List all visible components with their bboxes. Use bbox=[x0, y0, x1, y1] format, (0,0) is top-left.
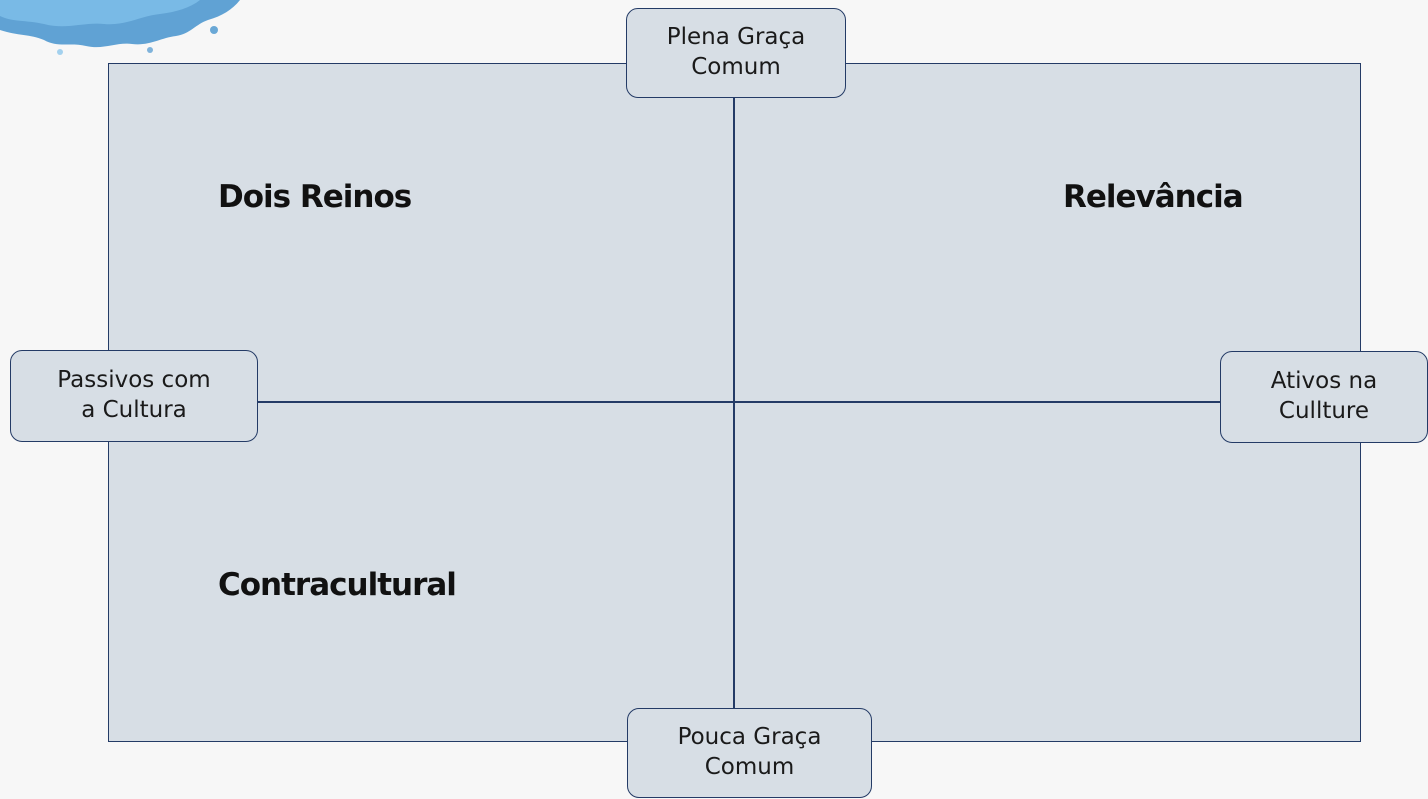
axis-label-bottom: Pouca Graça Comum bbox=[627, 708, 872, 798]
axis-label-right-line1: Ativos na bbox=[1270, 368, 1378, 395]
horizontal-axis-line bbox=[258, 401, 1220, 403]
axis-label-right-line2: Cullture bbox=[1278, 398, 1370, 424]
quadrant-label-top-left: Dois Reinos bbox=[218, 179, 412, 215]
quadrant-label-top-right: Relevância bbox=[1063, 179, 1244, 215]
axis-label-left: Passivos com a Cultura bbox=[10, 350, 258, 442]
axis-label-bottom-line2: Comum bbox=[704, 754, 795, 780]
axis-label-top-line2: Comum bbox=[691, 54, 781, 80]
axis-label-left-line1: Passivos com bbox=[57, 367, 211, 394]
quadrant-label-bottom-left: Contracultural bbox=[218, 567, 457, 603]
axis-label-top-line1: Plena Graça bbox=[666, 24, 806, 51]
paint-splash-graphic bbox=[0, 0, 240, 55]
axis-label-right: Ativos na Cullture bbox=[1220, 351, 1428, 443]
axis-label-left-line2: a Cultura bbox=[81, 397, 187, 423]
axis-label-top: Plena Graça Comum bbox=[626, 8, 846, 98]
axis-label-bottom-line1: Pouca Graça bbox=[677, 724, 822, 751]
